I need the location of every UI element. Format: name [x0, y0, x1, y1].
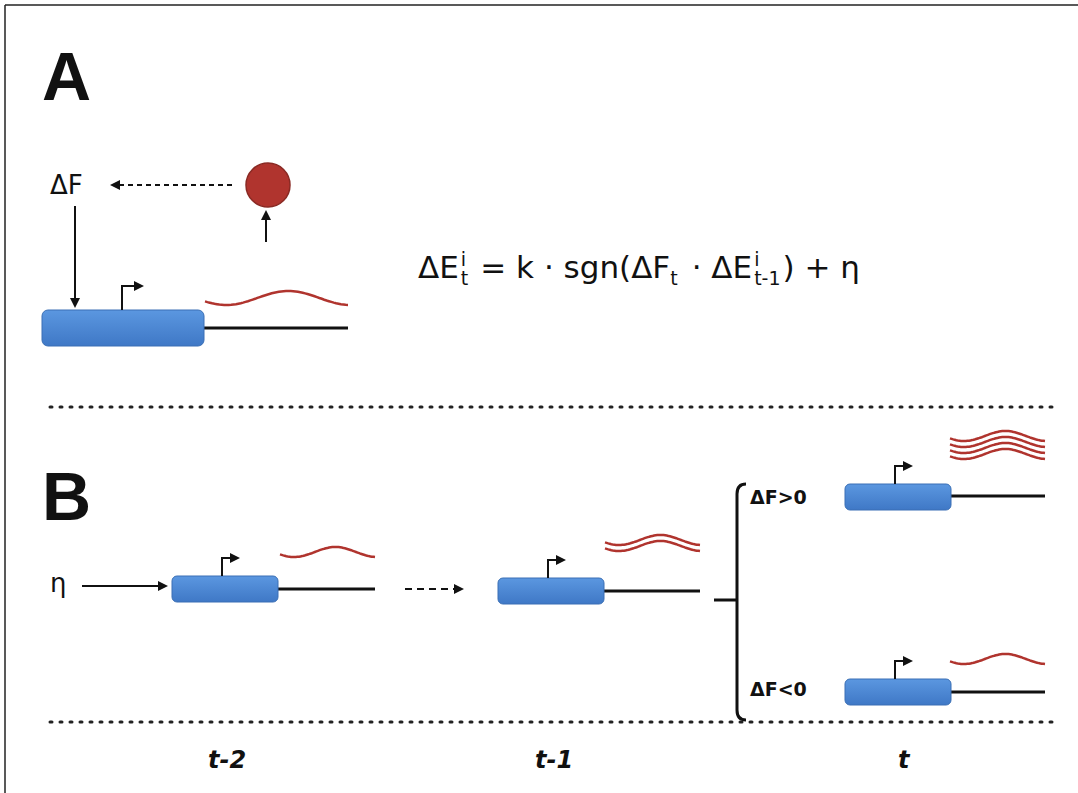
arrow — [74, 206, 76, 306]
gene-box — [498, 578, 604, 604]
mrna-wave — [280, 547, 375, 557]
dna-line — [600, 590, 700, 593]
subscript: t — [461, 269, 468, 288]
mrna-wave — [605, 535, 700, 545]
time-label: t-1 — [535, 748, 573, 772]
promoter-arrow — [548, 560, 564, 578]
subscript: t-1 — [754, 269, 780, 288]
panel-letter: B — [42, 462, 91, 530]
mrna-wave — [950, 437, 1045, 447]
noise-symbol: η — [50, 570, 66, 596]
dna-line — [946, 495, 1045, 498]
equation-term: ) + η — [783, 249, 860, 285]
dashed-arrow — [405, 588, 462, 590]
equation: ΔEit= k · sgn(ΔFt· ΔEit-1) + η — [418, 248, 860, 286]
divider — [50, 721, 1055, 724]
dashed-arrow — [112, 184, 232, 186]
dna-line — [946, 691, 1045, 694]
dna-line — [200, 327, 348, 330]
equation-term: ΔE — [418, 249, 459, 285]
time-label: t-2 — [208, 748, 246, 772]
promoter-arrow — [222, 558, 238, 576]
superscript: i — [754, 250, 780, 269]
mrna-wave — [950, 449, 1045, 459]
equation-term: = k · sgn(ΔF — [480, 249, 670, 285]
script-stack: it — [461, 250, 468, 288]
frame-line — [4, 5, 6, 793]
script-stack: it-1 — [754, 250, 780, 288]
frame-line — [5, 4, 1078, 6]
subscript: t — [670, 267, 677, 289]
condition-label: ΔF>0 — [750, 488, 807, 507]
bracket — [714, 484, 746, 720]
gene-box — [845, 679, 951, 705]
gene-box — [172, 576, 278, 602]
panel-letter: A — [42, 42, 91, 110]
divider — [50, 406, 1055, 409]
arrow — [265, 212, 267, 242]
promoter-arrow — [122, 286, 142, 310]
mrna-wave — [205, 291, 348, 305]
gene-box — [42, 310, 204, 346]
superscript: i — [461, 250, 468, 269]
time-label: t — [898, 748, 909, 772]
mrna-wave — [950, 431, 1045, 441]
gene-box — [845, 484, 951, 510]
mrna-wave — [950, 443, 1045, 453]
promoter-arrow — [895, 661, 911, 679]
mrna-wave — [950, 654, 1045, 664]
condition-label: ΔF<0 — [750, 680, 807, 699]
arrow — [82, 585, 166, 587]
signal-label: ΔF — [50, 172, 83, 198]
promoter-arrow — [895, 466, 911, 484]
protein-circle — [246, 163, 290, 207]
equation-term: · ΔE — [692, 249, 753, 285]
mrna-wave — [605, 541, 700, 551]
dna-line — [275, 588, 375, 591]
